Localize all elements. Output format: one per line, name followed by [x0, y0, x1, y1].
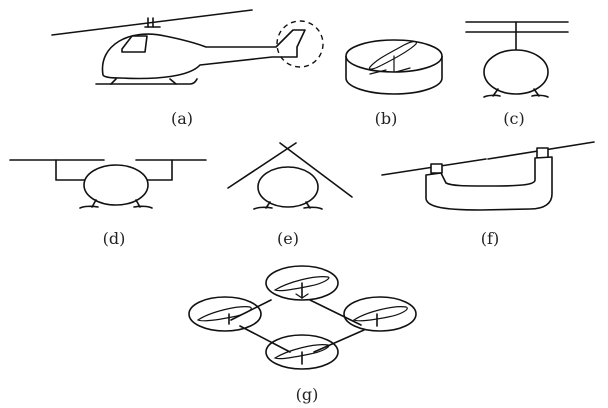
panel-a-helicopter [51, 9, 324, 85]
caption-a: (a) [171, 109, 193, 128]
caption-b: (b) [375, 109, 398, 128]
panel-g-quadrotor [188, 265, 417, 370]
panel-c-coaxial [465, 21, 569, 98]
panel-d-side-by-side [9, 159, 207, 209]
caption-e: (e) [277, 229, 299, 248]
caption-d: (d) [103, 229, 126, 248]
panel-e-intermeshing [227, 142, 353, 210]
caption-g: (g) [296, 385, 319, 404]
panel-f-tandem [381, 141, 595, 211]
panel-b-ducted-fan [345, 39, 443, 95]
caption-c: (c) [503, 109, 524, 128]
caption-f: (f) [481, 229, 499, 248]
